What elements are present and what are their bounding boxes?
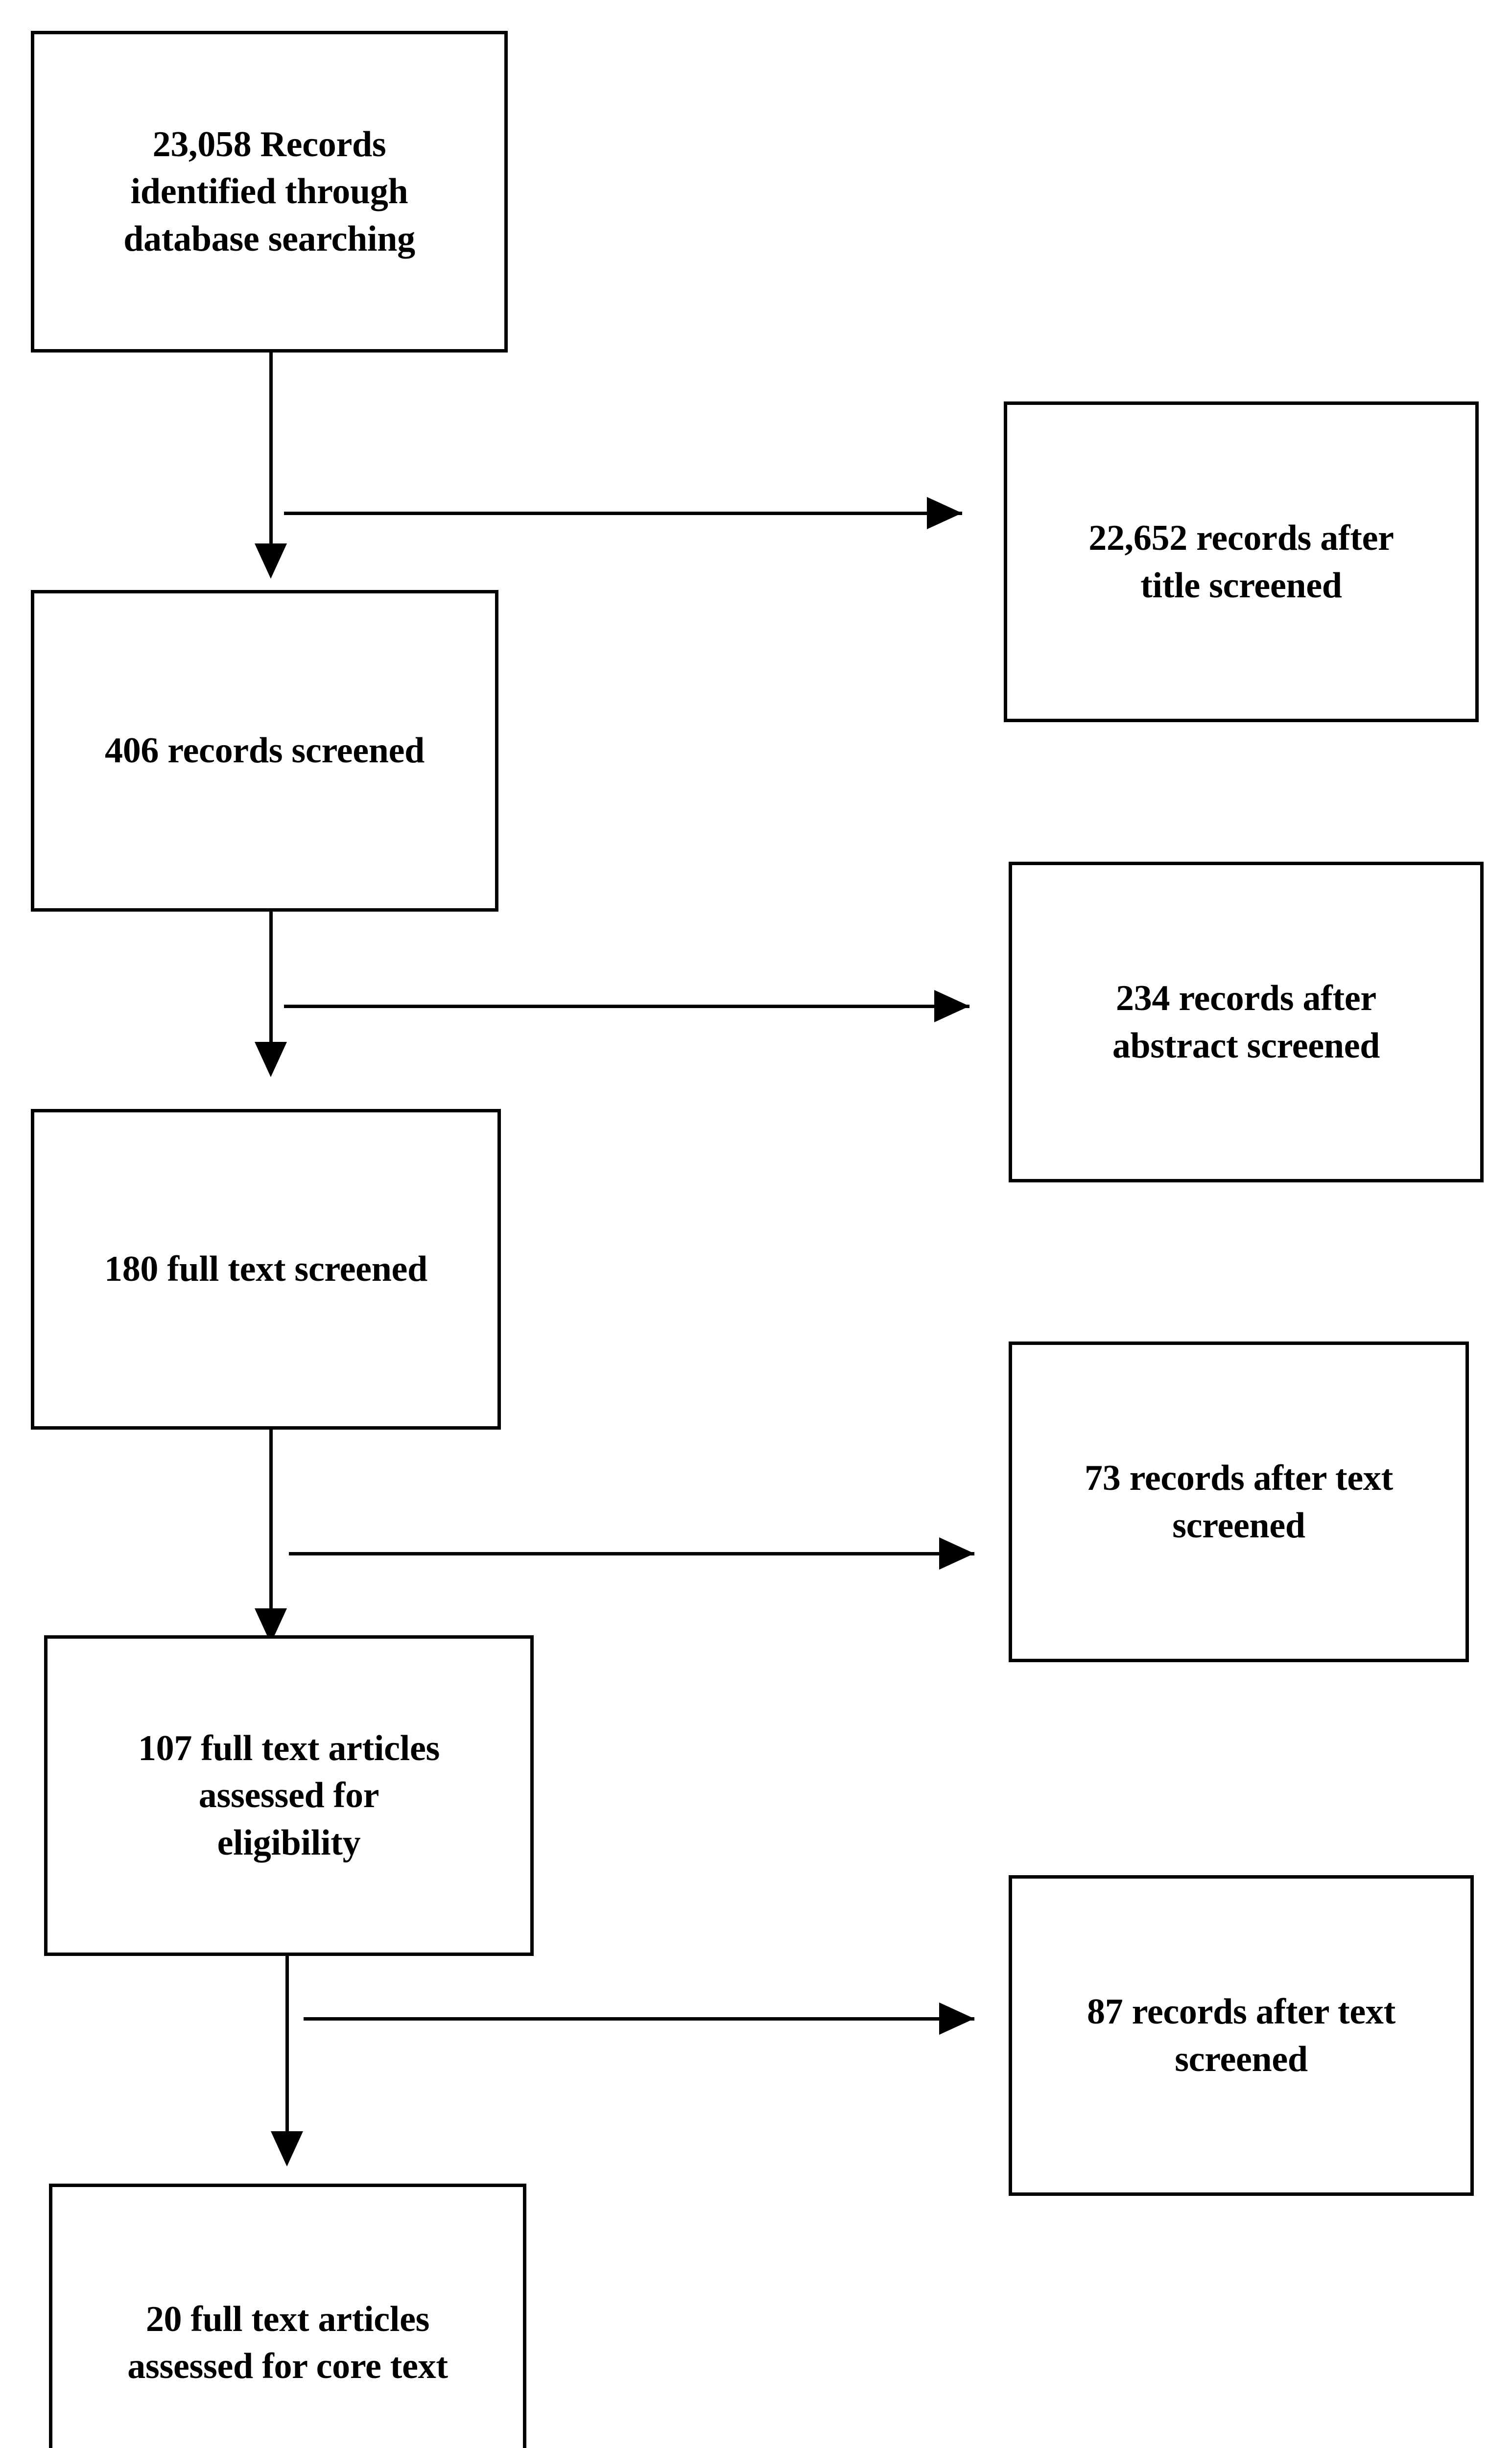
node-assessed-for-core-text: 20 full text articles assessed for core … (49, 2184, 526, 2448)
node-label: 23,058 Records identified through databa… (123, 124, 415, 259)
exclusion-connector-1-arrowhead (927, 497, 962, 529)
node-label: 20 full text articles assessed for core … (127, 2299, 448, 2386)
exclusion-connector-4-line (304, 2017, 974, 2021)
node-after-text-screened-2: 87 records after text screened (1009, 1875, 1474, 2196)
exclusion-connector-3-arrowhead (939, 1537, 974, 1570)
node-assessed-for-eligibility: 107 full text articles assessed for elig… (44, 1635, 534, 1956)
exclusion-connector-2-line (284, 1005, 969, 1008)
node-after-text-screened-1: 73 records after text screened (1009, 1342, 1469, 1662)
node-label: 180 full text screened (104, 1249, 427, 1290)
node-after-abstract-screened: 234 records after abstract screened (1009, 862, 1484, 1182)
node-label: 73 records after text screened (1085, 1458, 1393, 1546)
exclusion-connector-2-arrowhead (934, 990, 969, 1022)
node-records-screened: 406 records screened (31, 590, 498, 912)
node-label: 87 records after text screened (1087, 1992, 1395, 2079)
exclusion-connector-1-line (284, 512, 962, 515)
flow-connector-2-line (269, 912, 273, 1046)
node-label: 406 records screened (105, 730, 425, 771)
exclusion-connector-3-line (289, 1552, 974, 1555)
node-label: 107 full text articles assessed for elig… (138, 1728, 440, 1863)
node-label: 22,652 records after title screened (1088, 518, 1394, 606)
flow-connector-4-line (285, 1956, 289, 2136)
flow-connector-2-arrowhead (255, 1042, 287, 1077)
flow-connector-4-arrowhead (271, 2131, 303, 2166)
node-label: 234 records after abstract screened (1112, 978, 1380, 1066)
exclusion-connector-4-arrowhead (939, 2002, 974, 2035)
node-full-text-screened: 180 full text screened (31, 1109, 501, 1430)
flow-connector-3-line (269, 1430, 273, 1613)
flow-connector-1-line (269, 353, 273, 548)
flow-connector-1-arrowhead (255, 543, 287, 579)
node-after-title-screened: 22,652 records after title screened (1004, 401, 1479, 722)
node-records-identified: 23,058 Records identified through databa… (31, 31, 508, 353)
